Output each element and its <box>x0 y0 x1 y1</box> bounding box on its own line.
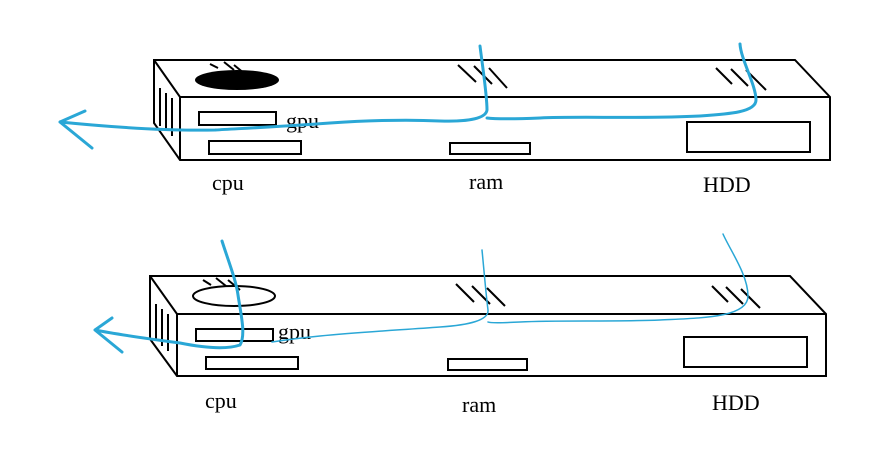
hdd-label-bottom: HDD <box>712 390 760 415</box>
cpu-label-bottom: cpu <box>205 388 237 413</box>
hdd-label-top: HDD <box>703 172 751 197</box>
fan-bottom <box>192 285 276 307</box>
gpu-slot-bottom <box>195 328 274 342</box>
fan-top <box>195 70 279 90</box>
airflow-thin-bottom <box>271 233 749 343</box>
fan-marks-top <box>209 61 246 75</box>
case-top: gpu cpu ram HDD <box>58 42 831 197</box>
hdd-bay-bottom <box>683 336 808 368</box>
case-bottom-outline <box>149 275 827 377</box>
case-bottom: gpu cpu ram HDD <box>93 233 827 417</box>
cpu-slot-bottom <box>205 356 299 370</box>
ram-slot-top <box>449 142 531 155</box>
cpu-label-top: cpu <box>212 170 244 195</box>
hdd-bay-top <box>686 121 811 153</box>
gpu-label-top: gpu <box>286 108 319 133</box>
glare-hdd-top <box>715 67 767 91</box>
airflow-thick-bottom <box>93 239 245 354</box>
vent-left-bottom <box>155 304 169 351</box>
airflow-top <box>58 42 758 150</box>
glare-hdd-bottom <box>711 285 761 309</box>
cpu-slot-top <box>208 140 302 155</box>
ram-slot-bottom <box>447 358 528 371</box>
gpu-slot-top <box>198 111 277 126</box>
glare-ram-bottom <box>455 283 506 307</box>
ram-label-top: ram <box>469 169 503 194</box>
ram-label-bottom: ram <box>462 392 496 417</box>
